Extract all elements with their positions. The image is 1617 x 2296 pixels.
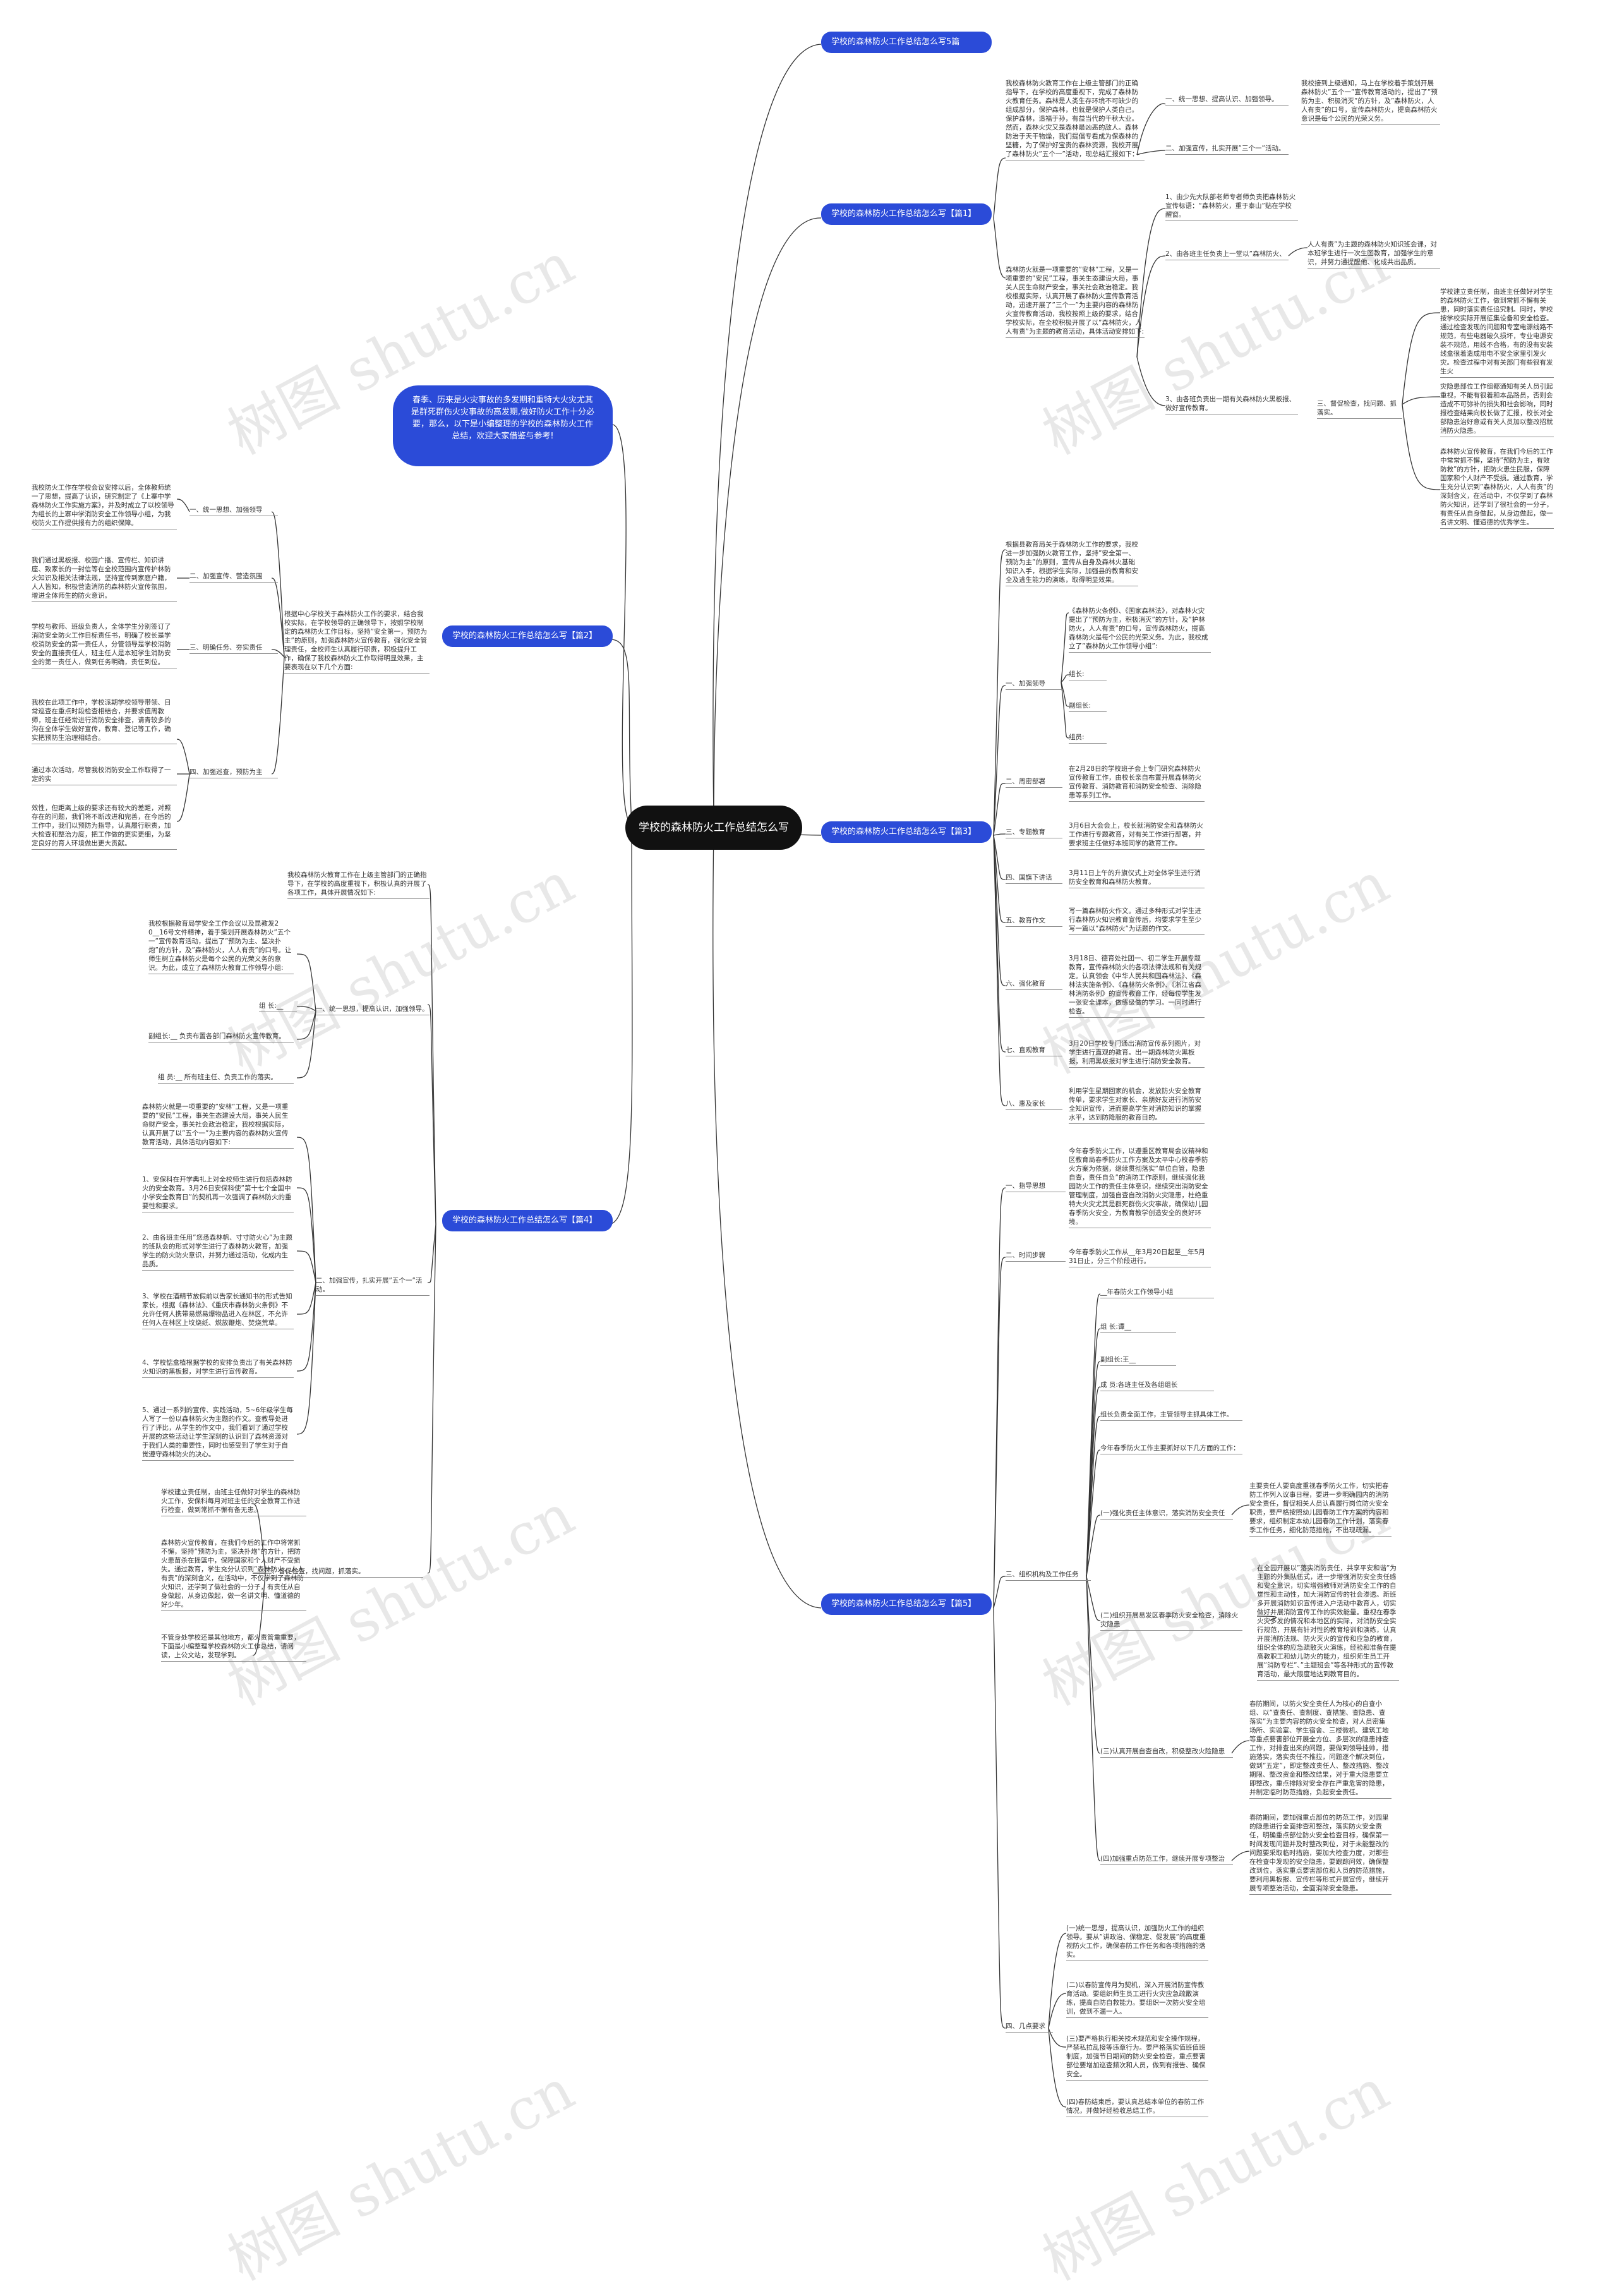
b2-item3: 三、明确任务、夯实责任 xyxy=(189,643,278,654)
b2-item4: 四、加强巡查，预防为主 xyxy=(189,768,278,778)
b5-task4-text: 春防期间，要加强重点部位的防范工作，对园里的隐患进行全面排查和整改，落实防火安全… xyxy=(1249,1813,1392,1895)
b1-step1: 1、由少先大队部老师专者师负责把森林防火宣传标语：“森林防火，重于泰山”贴在学校… xyxy=(1165,193,1298,221)
b3-item2-text: 在2月28日的学校班子会上专门研究森林防火宣传教育工作，由校长亲自布置开展森林防… xyxy=(1069,764,1205,802)
b1-item2: 二、加强宣传，扎实开展”三个一”活动。 xyxy=(1165,144,1289,155)
b4-item2-text: 森林防火就是一项重要的”安林”工程，又是一项重要的”安民”工程，事关生态建设大局… xyxy=(142,1103,294,1149)
b3-item7: 七、直观教育 xyxy=(1006,1046,1062,1056)
b5-item2-text: 今年春季防火工作从__年3月20日起至__年5月31日止，分三个阶段进行。 xyxy=(1069,1248,1211,1267)
b3-item2: 二、周密部署 xyxy=(1006,777,1062,788)
b1-item3-text3: 森林防火宣传教育，在我们今后的工作中常常抓不懈，坚持”预防为主，有效防救”的方针… xyxy=(1440,447,1554,529)
b3-item8: 八、惠及家长 xyxy=(1006,1099,1062,1110)
b1-item1: 一、统一思想、提高认识、加强领导。 xyxy=(1165,95,1289,106)
b2-item2-text: 我们通过黑板报、校园广播、宣传栏、知识讲座、致家长的一封信等在全校范围内宣传护林… xyxy=(32,556,177,602)
b3-intro: 根据县教育局关于森林防火工作的要求，我校进一步加强防火教育工作，坚持”安全第一、… xyxy=(1006,540,1138,586)
connector-lines xyxy=(176,44,1441,2108)
b5-tasks: 今年春季防火工作主要抓好以下几方面的工作： xyxy=(1100,1444,1242,1454)
b5-duties: 组长负责全面工作，主管领导主抓具体工作。 xyxy=(1100,1410,1242,1421)
b4-item1: 一、统一思想，提高认识，加强领导。 xyxy=(316,1005,430,1015)
b3-item8-text: 利用学生星期回家的机会，发放防火安全教育传单，要求学生对家长、亲朋好友进行消防安… xyxy=(1069,1087,1205,1124)
b5-req3: (三)要严格执行相关技术规范和安全操作规程，严禁私拉乱接等违章行为。要严格落实值… xyxy=(1066,2034,1208,2081)
b3-item3-text: 3月6日大会会上，校长就消防安全和森林防火工作进行专题教育，对有关工作进行部署，… xyxy=(1069,821,1205,850)
b4-item3-text1: 学校建立责任制，由班主任做好对学生的森林防火工作，安保科每月对班主任的安全教育工… xyxy=(161,1488,306,1516)
b3-item6: 六、强化教育 xyxy=(1006,979,1062,990)
b3-item6-text: 3月18日、德育处社团一、初二学生开展专题教育，宣传森林防火的各项法律法规和有关… xyxy=(1069,954,1205,1018)
b3-item7-text: 3月20日学校专门通出消防宣传系列图片，对学生进行直观的教育。出一期森林防火黑板… xyxy=(1069,1039,1205,1068)
b3-item5: 五、教育作文 xyxy=(1006,916,1062,927)
b4-step2: 2、由各班主任用”您悉森林帆、寸寸防火心”为主题的班队会的形式对学生进行了森林防… xyxy=(142,1233,294,1271)
b5-item3: 三、组织机构及工作任务 xyxy=(1006,1570,1091,1581)
b1-step2-text: 人人有责”为主题的森林防火知识班会课，对本班学生进行一次生图教育，加强学生的意识… xyxy=(1307,240,1440,269)
b2-item4-text2: 通过本次活动，尽管我校消防安全工作取得了一定的实 xyxy=(32,766,177,785)
b3-leader: 组长: xyxy=(1069,670,1107,680)
b5-leader: 组 长:谭__ xyxy=(1100,1322,1176,1333)
b5-task1: (一)强化责任主体意识，落实消防安全责任 xyxy=(1100,1509,1233,1520)
b2-item2: 二、加强宣传、营造氛围 xyxy=(189,572,278,583)
b2-item4-text1: 我校在此项工作中，学校派期学校领导带领、日常巡查在重点时段检查相结合，并要求值周… xyxy=(32,698,177,744)
b3-members: 组员: xyxy=(1069,733,1107,744)
b5-task2-text: 在全园开展以”落实消防责任，共享平安和谐”为主题的外集队伍式，进一步增强消防安全… xyxy=(1257,1564,1399,1681)
b5-req4: (四)春防结束后，要认真总结本单位的春防工作情况，并做好经验收总结工作。 xyxy=(1066,2098,1208,2117)
b5-task1-text: 主要责任人要高度重视春季防火工作，切实把春防工作列入议事日程，要进一步明确园内的… xyxy=(1249,1482,1392,1537)
branch-part5[interactable]: 学校的森林防火工作总结怎么写【篇5】 xyxy=(821,1593,992,1615)
b1-item3-text2: 灾隐患部位工作组都通知有关人员引起重视，不能有很着和本品路员，否则会造成不可弥补… xyxy=(1440,382,1554,437)
b5-item4: 四、几点要求 xyxy=(1006,2022,1053,2033)
b5-task4: (四)加强重点防范工作，继续开展专项整治 xyxy=(1100,1854,1233,1865)
b5-task3: (三)认真开展自查自改，积极整改火险隐患 xyxy=(1100,1747,1233,1758)
b4-deputy: 副组长:__ 负责布置各部门森林防火宣传教育。 xyxy=(148,1032,294,1042)
b3-item4: 四、国旗下讲话 xyxy=(1006,873,1062,884)
b1-item3: 三、督促检查，找问题、抓落实。 xyxy=(1317,399,1402,419)
b5-item1: 一、指导思想 xyxy=(1006,1181,1066,1192)
b5-item2: 二、时间步骤 xyxy=(1006,1251,1066,1262)
b3-item1-text: 《森林防火条例》、《国家森林法》，对森林火灾提出了”预防为主，积极消灭”的方针，… xyxy=(1069,607,1211,653)
b4-leader: 组 长:__ xyxy=(259,1001,297,1012)
b4-step4: 4、学校惦盒植根据学校的安排负责出了有关森林防火知识的黑板报，对学生进行宣传教育… xyxy=(142,1358,294,1378)
b5-members: 成 员:各班主任及各组组长 xyxy=(1100,1381,1214,1391)
b3-item3: 三、专题教育 xyxy=(1006,828,1062,838)
b1-intro2: 森林防火就是一项重要的”安林”工程，又是一项重要的”安民”工程，事关生态建设大局… xyxy=(1006,265,1145,338)
b4-item3-text3: 不管身处学校还是其他地方，都火责管重重要，下面是小编整理学校森林防火工作总结，请… xyxy=(161,1633,306,1662)
b2-item1: 一、统一思想、加强领导 xyxy=(189,505,278,516)
intro-node[interactable]: 春季、历来是火灾事故的多发期和重特大火灾尤其是群死群伤火灾事故的高发期,做好防火… xyxy=(393,385,613,466)
branch-part2[interactable]: 学校的森林防火工作总结怎么写【篇2】 xyxy=(442,625,613,647)
b4-step1: 1、安保科在开学典礼上对全校师生进行包括森林防火的安全教育。3月26日安保科使”… xyxy=(142,1175,294,1212)
branch-overview[interactable]: 学校的森林防火工作总结怎么写5篇 xyxy=(821,32,992,53)
b1-item1-text: 我校接到上级通知，马上在学校着手策划开展森林防火”五个一”宣传教育活动的，提出了… xyxy=(1301,79,1440,125)
b4-item2: 二、加强宣传，扎实开展”五个一”活动。 xyxy=(316,1276,430,1296)
branch-part3[interactable]: 学校的森林防火工作总结怎么写【篇3】 xyxy=(821,821,992,843)
branch-part4[interactable]: 学校的森林防火工作总结怎么写【篇4】 xyxy=(442,1210,613,1231)
b5-task2: (二)组织开展易发区春季防火安全检查，消除火灾隐患 xyxy=(1100,1611,1242,1631)
b2-item3-text: 学校与教师、班级负责人，全体学生分别签订了消防安全防火工作目标责任书，明确了校长… xyxy=(32,622,177,668)
root-node[interactable]: 学校的森林防火工作总结怎么写 xyxy=(625,806,802,850)
b5-group: __年春防火工作领导小组 xyxy=(1100,1288,1214,1298)
b3-deputy: 副组长: xyxy=(1069,701,1107,712)
b5-task3-text: 春防期间，以防火安全责任人为核心的自查小组、以”查责任、查制度、查措施、查隐患、… xyxy=(1249,1700,1392,1799)
b5-item1-text: 今年春季防火工作，以遵重区教育局会议精神和区教育局春季防火工作方案及太平中心校春… xyxy=(1069,1147,1211,1228)
b2-item4-text3: 效性，但距离上级的要求还有较大的差距，对照存在的问题，我们将不断改进和完善，在今… xyxy=(32,804,177,850)
b3-item1: 一、加强领导 xyxy=(1006,679,1062,690)
b4-step5: 5、通过一系列的宣传、实践活动，5~6年级学生每人写了一份以森林防火为主题的作文… xyxy=(142,1406,294,1461)
b1-step3: 3、由各班负责出一期有关森林防火黑板报、做好宣传教育。 xyxy=(1165,395,1298,414)
b4-item3-text2: 森林防火宣传教育，在我们今后的工作中将常抓不懈，坚持”预防为主，坚决扑炮”的方针… xyxy=(161,1538,306,1611)
b2-intro: 根据中心学校关于森林防火工作的要求，结合我校实际，在学校领导的正确领导下，按照学… xyxy=(284,610,430,674)
b1-item3-text1: 学校建立责任制，由班主任做好对学生的森林防火工作，做到常抓不懈有关患，同时落实责… xyxy=(1440,287,1554,378)
b1-intro: 我校森林防火教育工作在上级主管部门的正确指导下，在学校的高度重视下，完成了森林防… xyxy=(1006,79,1145,160)
b4-step3: 3、学校在酒精节放假前以告家长通知书的形式告知家长，根据《森林法》、《重庆市森林… xyxy=(142,1292,294,1329)
b5-req2: (二)以春防宣传月为契机，深入开展消防宣传教育活动。要组织师生员工进行火灾应急疏… xyxy=(1066,1981,1208,2018)
b4-item1-text: 我校根据教育局学安全工作会议以及昆教发2 0__16号文件精神，着手策划开展森林… xyxy=(148,919,294,974)
b3-item4-text: 3月11日上午的升旗仪式上对全体学生进行消防安全教育和森林防火教育。 xyxy=(1069,869,1205,888)
b5-deputy: 副组长:王__ xyxy=(1100,1355,1176,1366)
b3-item5-text: 写一篇森林防火作文。通过多种形式对学生进行森林防火知识教育宣传后，均要求学生至少… xyxy=(1069,907,1205,935)
b1-step2: 2、由各班主任负责上一堂以”森林防火、 xyxy=(1165,250,1289,260)
b4-item3: 三、督促检查，找问题，抓落实。 xyxy=(265,1567,423,1578)
branch-part1[interactable]: 学校的森林防火工作总结怎么写【篇1】 xyxy=(821,203,992,225)
b4-intro: 我校森林防火教育工作在上级主管部门的正确指导下，在学校的高度重视下，积极认真的开… xyxy=(287,871,430,899)
b2-item1-text: 我校防火工作在学校会议安排以后，全体教师统一了思想，提高了认识，研究制定了《上寨… xyxy=(32,483,177,529)
b4-members: 组 员:__ 所有班主任、负责工作的落实。 xyxy=(158,1073,294,1084)
b5-req1: (一)统一思想，提高认识，加强防火工作的组织领导。要从”讲政治、保稳定、促发展”… xyxy=(1066,1924,1208,1961)
